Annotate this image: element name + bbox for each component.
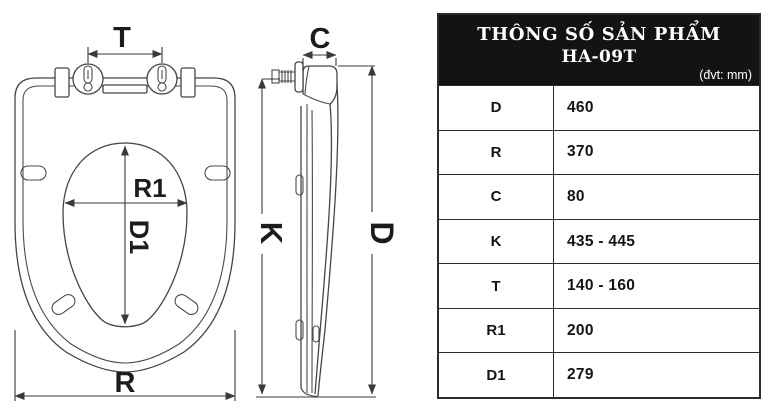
param-cell: R — [439, 130, 554, 175]
hinge-right — [146, 63, 178, 95]
dimension-r1: R1 — [64, 173, 188, 207]
bumper-left — [20, 165, 47, 181]
param-cell: D1 — [439, 353, 554, 398]
value-cell: 140 - 160 — [567, 277, 636, 295]
dimension-c: C — [302, 23, 337, 70]
hinge-bolt — [271, 61, 304, 93]
dimension-label-r1: R1 — [133, 173, 166, 203]
side-view-drawing: C K D — [254, 23, 401, 398]
param-cell: K — [439, 219, 554, 264]
dimension-d1: D1 — [121, 145, 154, 325]
value-cell: 460 — [567, 98, 594, 116]
dimension-label-r: R — [115, 367, 136, 399]
unit-note: (đvt: mm) — [699, 68, 752, 82]
dimension-label-d: D — [364, 221, 400, 244]
param-cell: D — [439, 86, 554, 130]
side-hinge-block — [302, 65, 338, 105]
hinge-bar — [102, 84, 148, 94]
technical-drawing: T R1 D1 R — [14, 22, 401, 401]
value-cell: 200 — [567, 321, 594, 339]
value-cell: 279 — [567, 366, 594, 384]
dimension-r: R — [14, 330, 236, 401]
dimension-d: D — [338, 65, 401, 395]
bumper-bottom-right — [174, 294, 199, 315]
table-row: D1 279 — [439, 352, 759, 398]
spec-table: THÔNG SỐ SẢN PHẨM HA-09T (đvt: mm) D 460… — [437, 13, 761, 399]
value-cell: 435 - 445 — [567, 232, 636, 250]
bumper-right — [204, 165, 231, 181]
hinge-tab-left — [54, 67, 70, 98]
param-cell: T — [439, 264, 554, 308]
seat-inner-outline — [22, 85, 228, 364]
hinge-left — [72, 63, 104, 95]
seat-outer-outline — [14, 77, 236, 373]
seat-opening-outline — [62, 142, 188, 328]
spec-title: THÔNG SỐ SẢN PHẨM — [477, 24, 721, 45]
hinge-tab-right — [180, 67, 196, 98]
dimension-label-c: C — [310, 23, 331, 55]
dimension-t: T — [87, 22, 163, 63]
dimension-label-d1: D1 — [124, 220, 154, 255]
dimension-label-k: K — [254, 222, 289, 245]
param-cell: C — [439, 175, 554, 219]
table-row: D 460 — [439, 85, 759, 130]
table-row: K 435 - 445 — [439, 218, 759, 264]
side-bumper-lower — [295, 319, 304, 341]
top-view-drawing: T R1 D1 R — [14, 22, 236, 401]
dimension-label-t: T — [113, 22, 131, 54]
product-code: HA-09T — [561, 47, 637, 67]
side-bumper-upper — [295, 174, 304, 196]
table-row: R1 200 — [439, 307, 759, 353]
table-row: C 80 — [439, 174, 759, 219]
table-row: R 370 — [439, 129, 759, 175]
param-cell: R1 — [439, 308, 554, 353]
table-row: T 140 - 160 — [439, 263, 759, 308]
side-profile — [295, 83, 339, 397]
spec-table-header: THÔNG SỐ SẢN PHẨM HA-09T (đvt: mm) — [439, 15, 759, 85]
value-cell: 80 — [567, 187, 585, 205]
value-cell: 370 — [567, 143, 594, 161]
dimension-k: K — [254, 78, 289, 395]
bumper-bottom-left — [51, 294, 76, 315]
